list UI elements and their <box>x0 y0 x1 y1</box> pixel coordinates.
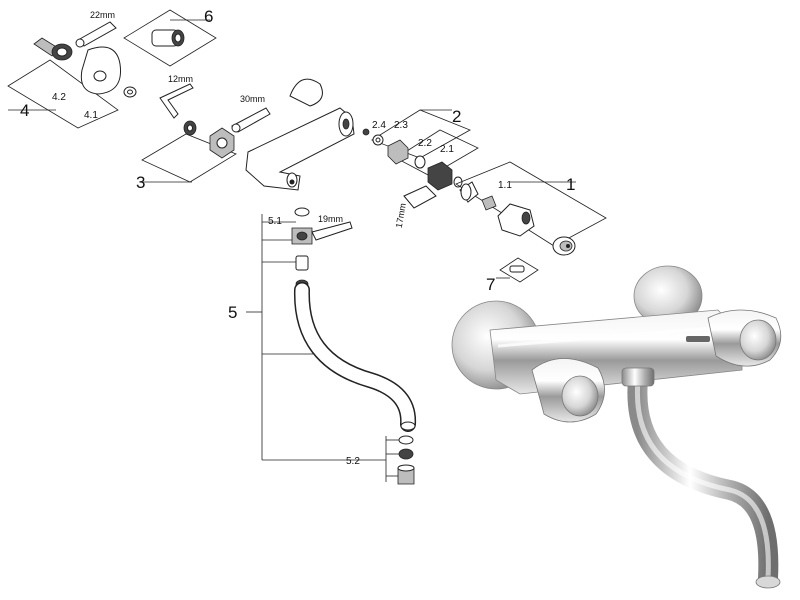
faucet-spout <box>627 370 779 588</box>
dim-12mm: 12mm <box>168 74 193 84</box>
headpart-group-2: 17mm <box>362 109 479 229</box>
dim-30mm: 30mm <box>240 94 265 104</box>
callout-5-2: 5.2 <box>346 456 360 467</box>
callout-2: 2 <box>452 107 461 126</box>
callout-2-4: 2.4 <box>372 120 386 131</box>
callout-1: 1 <box>566 175 575 194</box>
callout-6: 6 <box>204 7 213 26</box>
dim-17mm: 17mm <box>394 202 408 228</box>
handle-group-1 <box>455 161 607 256</box>
indicator-group-7 <box>496 257 539 283</box>
dim-19mm: 19mm <box>318 214 343 224</box>
part-group-6 <box>123 9 217 67</box>
dim-22mm: 22mm <box>90 10 115 20</box>
hex-spanner-17mm <box>403 185 437 209</box>
spline-adapter <box>481 195 497 211</box>
callout-2-3: 2.3 <box>394 120 408 131</box>
wrench-19mm <box>311 221 353 241</box>
fitting-group-3: 12mm 30mm <box>141 74 271 183</box>
connector-group-4: 22mm <box>7 10 137 129</box>
mixer-body-exploded <box>245 78 355 191</box>
aerator-washer <box>398 435 414 445</box>
callout-2-1: 2.1 <box>440 144 454 155</box>
callout-2-2: 2.2 <box>418 138 432 149</box>
callout-4-2: 4.2 <box>52 92 66 103</box>
callout-1-1: 1.1 <box>498 180 512 191</box>
callout-5-1: 5.1 <box>268 216 282 227</box>
callout-4: 4 <box>20 101 29 120</box>
small-washer <box>362 128 370 136</box>
callout-3: 3 <box>136 173 145 192</box>
wall-rosette <box>80 46 122 95</box>
faucet-product-illustration <box>451 265 782 589</box>
spindle-2-3 <box>387 139 409 165</box>
hex-key-12mm <box>159 83 194 119</box>
callout-7: 7 <box>486 275 495 294</box>
callout-5: 5 <box>228 303 237 322</box>
spout-group-5: 19mm <box>246 207 417 485</box>
headpart-2-1 <box>427 161 453 191</box>
callout-4-1: 4.1 <box>84 110 98 121</box>
